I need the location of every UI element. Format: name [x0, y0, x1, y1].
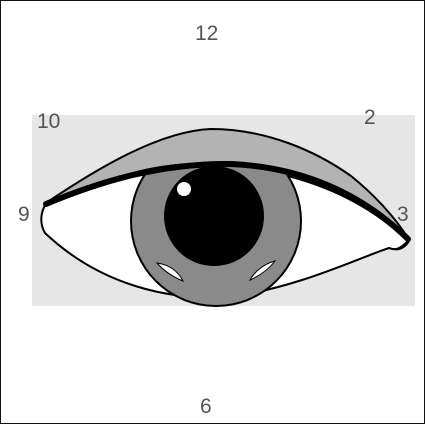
- pupil: [164, 166, 264, 266]
- label-9: 9: [18, 204, 30, 225]
- label-2: 2: [364, 107, 376, 128]
- label-6: 6: [200, 396, 212, 417]
- label-12: 12: [195, 23, 218, 44]
- label-3: 3: [397, 204, 409, 225]
- pupil-reflection: [177, 182, 191, 196]
- label-10: 10: [37, 111, 60, 132]
